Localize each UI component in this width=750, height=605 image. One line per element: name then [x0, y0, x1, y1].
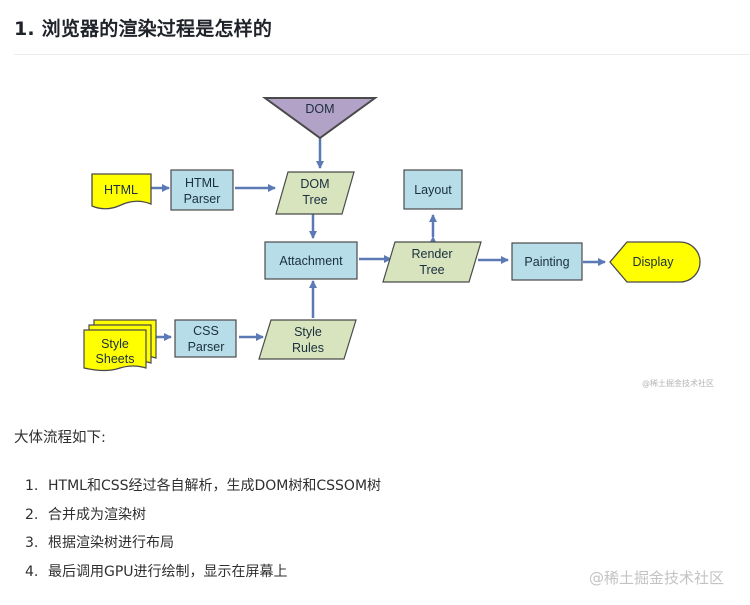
svg-text:DOM: DOM [300, 177, 329, 191]
step-number: 2. [25, 506, 39, 523]
render-process-diagram: DOM HTML HTML Parser DOM Tree Layout Att… [78, 92, 728, 392]
intro-text: 大体流程如下: [14, 430, 106, 446]
svg-text:Style: Style [294, 325, 322, 339]
attachment-node: Attachment [264, 241, 358, 280]
style-rules-node: Style Rules [258, 319, 357, 360]
svg-text:Rules: Rules [292, 341, 324, 355]
svg-text:Parser: Parser [188, 340, 225, 354]
page-title: 1. 浏览器的渲染过程是怎样的 [14, 18, 273, 40]
svg-text:HTML: HTML [185, 176, 219, 190]
html-document-node: HTML [91, 173, 152, 210]
steps-list: 1. HTML和CSS经过各自解析，生成DOM树和CSSOM树 2. 合并成为渲染树… [25, 475, 381, 589]
html-parser-node: HTML Parser [170, 169, 234, 211]
svg-text:Render: Render [412, 247, 453, 261]
title-divider [14, 54, 750, 55]
layout-node: Layout [403, 169, 463, 210]
svg-text:Tree: Tree [302, 193, 327, 207]
list-item: 2. 合并成为渲染树 [25, 504, 381, 533]
dom-node: DOM [261, 97, 379, 140]
step-number: 1. [25, 478, 39, 494]
svg-text:Painting: Painting [524, 255, 569, 269]
svg-text:Display: Display [633, 255, 675, 269]
svg-text:Style: Style [101, 337, 129, 351]
step-number: 3. [25, 535, 39, 551]
step-text: 合并成为渲染树 [48, 506, 146, 523]
svg-text:Layout: Layout [414, 183, 452, 197]
watermark: @稀土掘金技术社区 [589, 569, 725, 587]
dom-tree-node: DOM Tree [275, 171, 355, 215]
list-item: 4. 最后调用GPU进行绘制，显示在屏幕上 [25, 561, 381, 590]
style-sheets-node: Style Sheets [83, 319, 157, 372]
svg-text:DOM: DOM [305, 102, 334, 116]
step-text: HTML和CSS经过各自解析，生成DOM树和CSSOM树 [48, 478, 382, 494]
render-tree-node: Render Tree [382, 241, 482, 283]
svg-text:Sheets: Sheets [96, 352, 135, 366]
diagram-watermark: @稀土掘金技术社区 [642, 378, 714, 388]
step-number: 4. [25, 563, 39, 580]
svg-text:CSS: CSS [193, 324, 219, 338]
svg-text:HTML: HTML [104, 183, 138, 197]
svg-text:Parser: Parser [184, 192, 221, 206]
svg-text:Tree: Tree [419, 263, 444, 277]
painting-node: Painting [511, 242, 583, 281]
step-text: 最后调用GPU进行绘制，显示在屏幕上 [48, 563, 288, 580]
display-node: Display [609, 241, 701, 283]
step-text: 根据渲染树进行布局 [48, 535, 174, 551]
svg-text:Attachment: Attachment [279, 254, 343, 268]
css-parser-node: CSS Parser [174, 319, 237, 358]
list-item: 1. HTML和CSS经过各自解析，生成DOM树和CSSOM树 [25, 475, 381, 504]
list-item: 3. 根据渲染树进行布局 [25, 532, 381, 561]
